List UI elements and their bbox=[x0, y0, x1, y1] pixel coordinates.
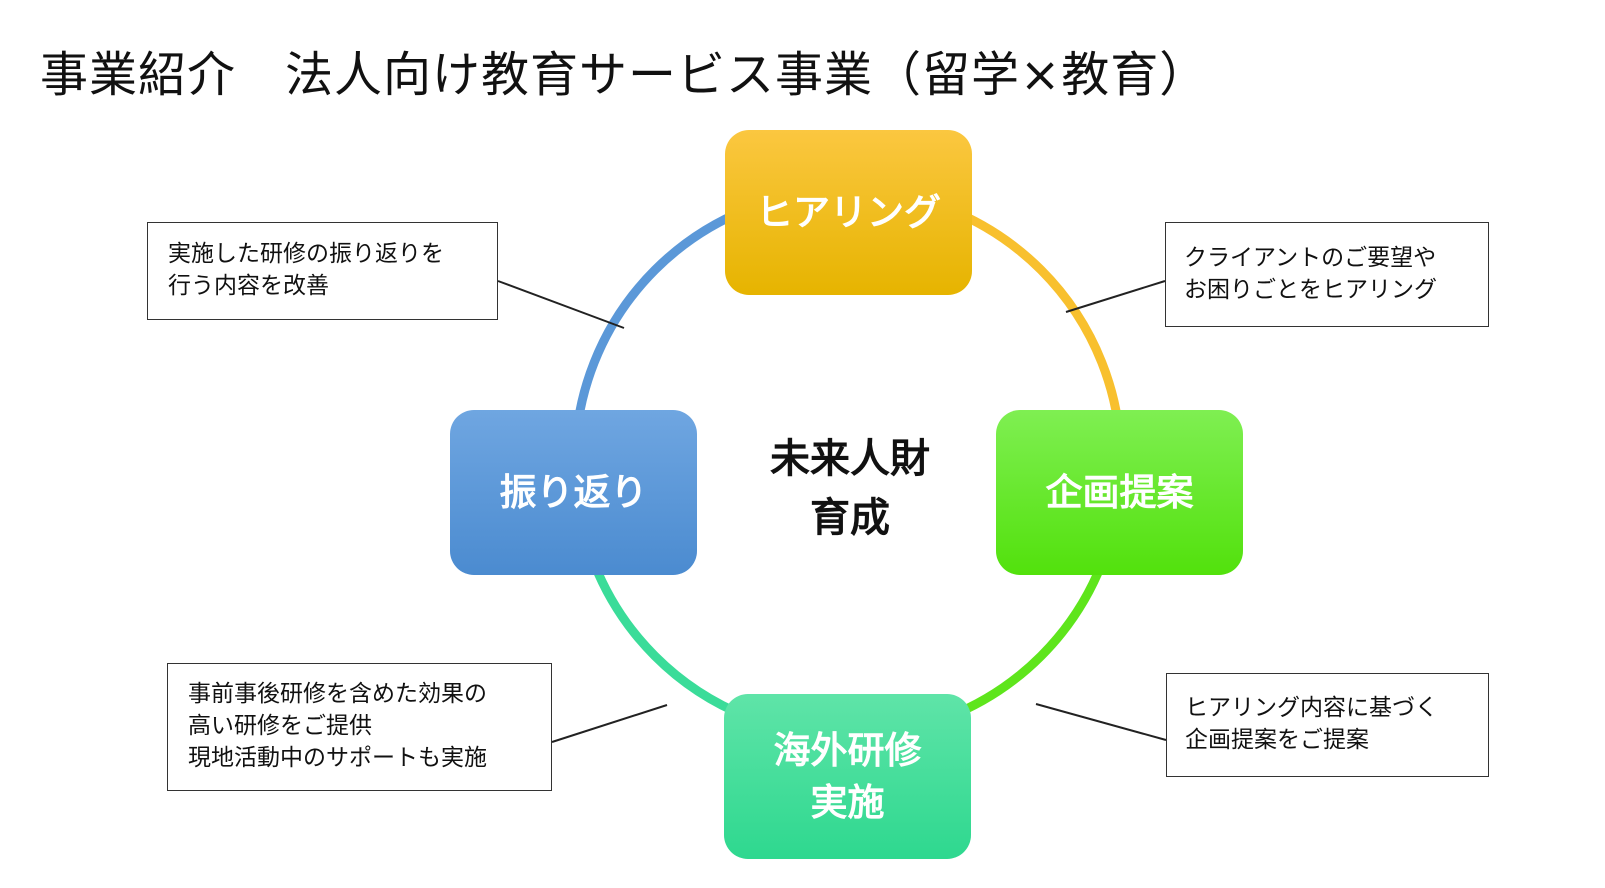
page-title: 事業紹介 法人向け教育サービス事業（留学×教育） bbox=[40, 47, 1209, 103]
center-label: 未来人財 育成 bbox=[770, 436, 930, 542]
note-bottom-right-text: ヒアリング内容に基づく 企画提案をご提案 bbox=[1185, 695, 1438, 753]
node-hearing: ヒアリング bbox=[725, 130, 972, 295]
connector-bottom-right bbox=[1035, 703, 1167, 741]
node-overseas-training: 海外研修 実施 bbox=[724, 694, 971, 859]
note-top-right-text: クライアントのご要望や お困りごとをヒアリング bbox=[1184, 244, 1437, 303]
note-bottom-right: ヒアリング内容に基づく 企画提案をご提案 bbox=[1166, 673, 1489, 777]
note-top-left: 実施した研修の振り返りを 行う内容を改善 bbox=[147, 222, 498, 320]
note-top-right: クライアントのご要望や お困りごとをヒアリング bbox=[1165, 222, 1489, 327]
connector-bottom-left bbox=[551, 704, 668, 743]
note-bottom-left: 事前事後研修を含めた効果の 高い研修をご提供 現地活動中のサポートも実施 bbox=[167, 663, 552, 791]
node-plan-proposal: 企画提案 bbox=[996, 410, 1243, 575]
connector-top-right bbox=[1065, 280, 1166, 313]
node-review: 振り返り bbox=[450, 410, 697, 575]
note-bottom-left-text: 事前事後研修を含めた効果の 高い研修をご提供 現地活動中のサポートも実施 bbox=[188, 681, 487, 771]
connector-top-left bbox=[497, 280, 625, 329]
note-top-left-text: 実施した研修の振り返りを 行う内容を改善 bbox=[168, 241, 444, 299]
